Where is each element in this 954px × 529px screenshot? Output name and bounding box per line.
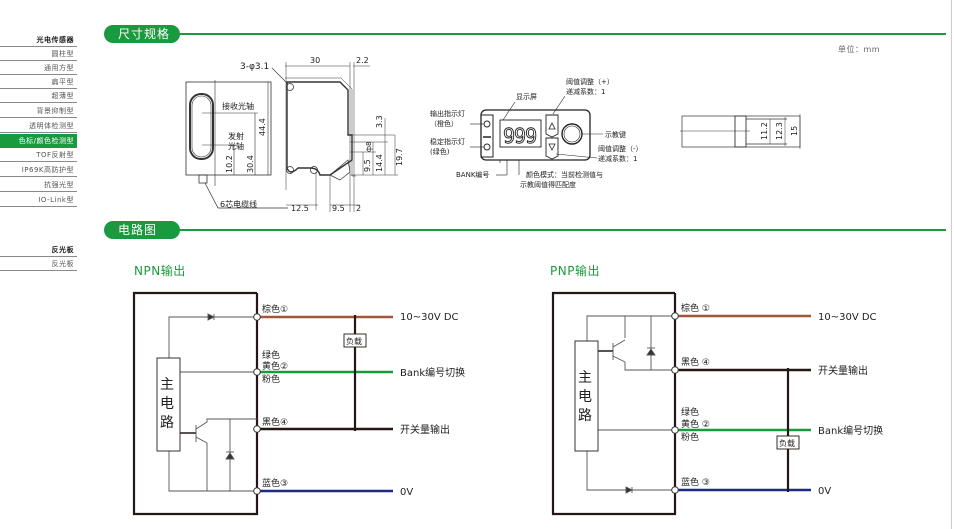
dim-9-5-bottom: 9.5 bbox=[332, 204, 345, 213]
npn-signal-output: 开关量输出 bbox=[400, 423, 450, 436]
sidebar-item-color-mark-detection[interactable]: 色标/颜色检测型 bbox=[0, 134, 77, 148]
emit-axis-label-2: 光轴 bbox=[228, 141, 244, 151]
sidebar-item-transparent-detection[interactable]: 透明体检测型 bbox=[0, 119, 77, 133]
unit-label: 单位：mm bbox=[838, 45, 881, 54]
dim-44-4: 44.4 bbox=[258, 118, 267, 136]
npn-signal-bank: Bank编号切换 bbox=[400, 366, 465, 379]
hole-label: 3-φ3.1 bbox=[240, 62, 269, 72]
pnp-main-circuit-1: 主 bbox=[578, 370, 592, 386]
sidebar-item-tof-reflective[interactable]: TOF反射型 bbox=[0, 148, 77, 162]
pnp-main-circuit-2: 电 bbox=[578, 389, 592, 405]
npn-wire-label-brown: 棕色① bbox=[262, 303, 288, 315]
npn-wire-label-blue: 蓝色③ bbox=[262, 477, 288, 489]
npn-main-circuit-3: 路 bbox=[160, 415, 174, 431]
dimensions-section-title: 尺寸规格 bbox=[104, 25, 180, 43]
pnp-main-circuit-3: 路 bbox=[578, 408, 592, 424]
dim-12-3: 12.3 bbox=[775, 122, 784, 140]
pnp-wire-label-green: 绿色 bbox=[681, 406, 699, 418]
dim-30-4: 30.4 bbox=[246, 155, 255, 173]
threshold-up-coef: 递减系数：1 bbox=[566, 87, 605, 96]
cable-label: 6芯电缆线 bbox=[220, 199, 257, 209]
sidebar-item-ultrathin[interactable]: 超薄型 bbox=[0, 89, 77, 103]
sidebar-item-ip69k[interactable]: IP69K高防护型 bbox=[0, 163, 77, 177]
section-rule bbox=[174, 33, 946, 35]
pnp-signal-output: 开关量输出 bbox=[818, 364, 868, 377]
circuit-section-title: 电路图 bbox=[104, 221, 180, 239]
threshold-down-label: 阈值调整（-） bbox=[598, 144, 643, 153]
npn-main-circuit-2: 电 bbox=[160, 396, 174, 412]
pnp-signal-bank: Bank编号切换 bbox=[818, 424, 883, 437]
color-mode-label-2: 示教阈值得匹配度 bbox=[520, 180, 576, 189]
npn-load-label: 负载 bbox=[346, 336, 362, 346]
dim-11-2: 11.2 bbox=[760, 122, 769, 140]
receive-axis-label: 接收光轴 bbox=[222, 101, 254, 111]
sidebar-group-title-sensors[interactable]: 光电传感器 bbox=[0, 33, 77, 47]
sidebar-item-reflector[interactable]: 反光板 bbox=[0, 257, 77, 271]
npn-wire-label-green: 绿色 bbox=[262, 349, 280, 361]
npn-signal-power: 10~30V DC bbox=[400, 312, 459, 323]
emit-axis-label-1: 发射 bbox=[228, 131, 244, 141]
dim-14-4: 14.4 bbox=[375, 154, 384, 172]
threshold-up-label: 阈值调整（+） bbox=[566, 77, 614, 86]
sidebar-group-title-reflector[interactable]: 反光板 bbox=[0, 243, 77, 257]
pnp-wire-label-blue: 蓝色 ③ bbox=[681, 476, 710, 488]
stable-led-label: 稳定指示灯 bbox=[430, 137, 465, 146]
panel-display-value: 999 bbox=[503, 124, 536, 148]
display-label: 显示屏 bbox=[516, 93, 537, 101]
npn-wire-label-black: 黑色④ bbox=[262, 416, 288, 428]
dim-12-5: 12.5 bbox=[291, 204, 309, 213]
dim-19-7: 19.7 bbox=[395, 148, 404, 166]
pnp-wire-label-brown: 棕色 ① bbox=[681, 302, 710, 314]
npn-output-title: NPN输出 bbox=[134, 264, 186, 278]
pnp-output-title: PNP输出 bbox=[550, 264, 600, 278]
dim-2-2: 2.2 bbox=[356, 56, 369, 65]
teach-key-label: 示教键 bbox=[605, 130, 626, 139]
pnp-wire-label-black: 黑色 ④ bbox=[681, 356, 710, 368]
pnp-signal-0v: 0V bbox=[818, 486, 831, 497]
dim-9-5-vertical: 9.5 bbox=[363, 159, 372, 172]
npn-wire-label-yellow: 黄色② bbox=[262, 360, 288, 372]
control-panel-drawing bbox=[470, 95, 603, 176]
sidebar-item-anti-strong-light[interactable]: 抗强光型 bbox=[0, 178, 77, 192]
dim-phi-8: ф8 bbox=[365, 142, 373, 152]
dim-15: 15 bbox=[790, 126, 799, 136]
section-rule bbox=[174, 229, 946, 231]
output-led-color: （橙色） bbox=[430, 119, 458, 128]
bank-label: BANK编号 bbox=[456, 170, 489, 179]
npn-circuit-diagram bbox=[132, 291, 393, 516]
stable-led-color: (绿色) bbox=[430, 147, 450, 156]
color-mode-label-1: 颜色模式：当前检测值与 bbox=[526, 170, 603, 179]
output-led-label: 输出指示灯 bbox=[430, 109, 465, 118]
npn-signal-0v: 0V bbox=[400, 487, 413, 498]
pnp-signal-power: 10~30V DC bbox=[818, 312, 877, 323]
sidebar-item-background-suppression[interactable]: 背景抑制型 bbox=[0, 104, 77, 118]
npn-wire-label-pink: 粉色 bbox=[262, 373, 280, 385]
side-view-drawing bbox=[185, 80, 288, 209]
sidebar-item-flat[interactable]: 扁平型 bbox=[0, 75, 77, 89]
dim-10-2: 10.2 bbox=[225, 155, 234, 173]
dim-3-3: 3.3 bbox=[375, 115, 384, 128]
pnp-wire-label-pink: 粉色 bbox=[681, 431, 699, 443]
pnp-wire-label-yellow: 黄色 ② bbox=[681, 418, 710, 430]
dim-2-bottom: 2 bbox=[356, 204, 361, 213]
sidebar-item-cylinder[interactable]: 圆柱型 bbox=[0, 47, 77, 61]
threshold-down-coef: 递减系数：1 bbox=[598, 154, 637, 163]
sidebar-item-io-link[interactable]: IO-Link型 bbox=[0, 193, 77, 207]
page-edge-divider bbox=[951, 0, 952, 529]
npn-main-circuit-1: 主 bbox=[160, 377, 174, 393]
pnp-circuit-diagram bbox=[551, 291, 811, 516]
front-view-drawing bbox=[271, 62, 398, 212]
dim-30: 30 bbox=[310, 56, 320, 65]
pnp-load-label: 负载 bbox=[779, 438, 795, 448]
sidebar-item-general-square[interactable]: 通用方型 bbox=[0, 61, 77, 75]
end-view-drawing bbox=[680, 114, 801, 149]
